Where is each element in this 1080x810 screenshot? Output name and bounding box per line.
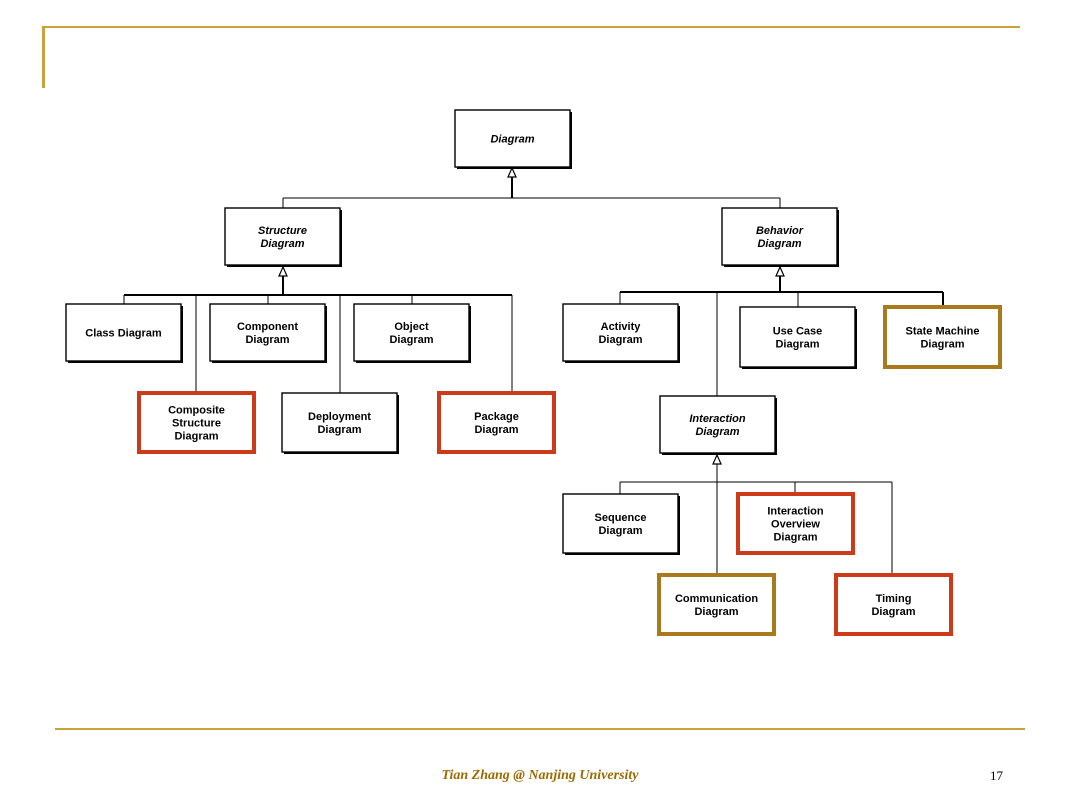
node-label: Diagram: [260, 238, 304, 250]
node-box: [454, 109, 571, 168]
node-box: [137, 391, 256, 454]
node-box: [209, 303, 326, 362]
node-box: [883, 305, 1002, 369]
generalization-arrow-diagram: [507, 166, 517, 178]
node-box: [721, 207, 838, 266]
node-box: [659, 395, 776, 454]
hierarchy-nodes: DiagramStructureDiagramBehaviorDiagramCl…: [65, 109, 1002, 636]
node-label: Diagram: [174, 431, 218, 443]
generalization-arrow-behavior: [775, 265, 785, 277]
node-box: [281, 392, 398, 453]
node-label: Diagram: [317, 424, 361, 436]
node-label: Component: [237, 321, 298, 333]
node-label: Diagram: [920, 339, 964, 351]
node-label: Communication: [675, 593, 758, 605]
node-box: [562, 493, 679, 554]
node-label: Diagram: [598, 334, 642, 346]
node-label: Structure: [258, 225, 307, 237]
node-label: Diagram: [474, 424, 518, 436]
node-label: Structure: [172, 418, 221, 430]
node-label: Diagram: [245, 334, 289, 346]
node-label: Diagram: [490, 134, 534, 146]
node-diagram: Diagram: [454, 109, 572, 169]
frame-left-rule: [42, 26, 45, 88]
node-box: [353, 303, 470, 362]
generalization-arrow-interaction: [712, 453, 722, 465]
node-box: [224, 207, 341, 266]
uml-diagram-hierarchy: DiagramStructureDiagramBehaviorDiagramCl…: [65, 109, 1002, 636]
node-box: [736, 492, 855, 555]
node-label: Interaction: [689, 413, 746, 425]
node-label: Timing: [876, 593, 912, 605]
node-label: Class Diagram: [85, 328, 162, 340]
node-label: Activity: [601, 321, 642, 333]
node-label: Object: [394, 321, 429, 333]
node-label: Sequence: [595, 512, 647, 524]
generalization-arrow-structure: [278, 265, 288, 277]
frame-top-rule: [42, 26, 1020, 28]
node-box: [562, 303, 679, 362]
node-label: Interaction: [767, 506, 824, 518]
node-label: Use Case: [773, 326, 823, 338]
node-label: Package: [474, 411, 519, 423]
node-box: [65, 303, 182, 362]
node-label: Diagram: [598, 525, 642, 537]
node-label: Composite: [168, 405, 225, 417]
node-label: Diagram: [757, 238, 801, 250]
node-class: Class Diagram: [65, 303, 183, 363]
node-box: [739, 306, 856, 368]
node-label: Diagram: [389, 334, 433, 346]
node-label: Diagram: [773, 532, 817, 544]
footer-author: Tian Zhang @ Nanjing University: [441, 768, 639, 783]
node-label: Diagram: [694, 606, 738, 618]
node-label: Behavior: [756, 225, 804, 237]
node-box: [437, 391, 556, 454]
node-label: Deployment: [308, 411, 371, 423]
node-box: [657, 573, 776, 636]
page-number: 17: [990, 768, 1003, 783]
node-label: Diagram: [775, 339, 819, 351]
frame-bottom-rule: [55, 728, 1025, 730]
node-label: Diagram: [871, 606, 915, 618]
node-label: State Machine: [906, 326, 980, 338]
node-label: Diagram: [695, 426, 739, 438]
hierarchy-edges: [123, 166, 944, 575]
node-label: Overview: [771, 519, 820, 531]
node-box: [834, 573, 953, 636]
